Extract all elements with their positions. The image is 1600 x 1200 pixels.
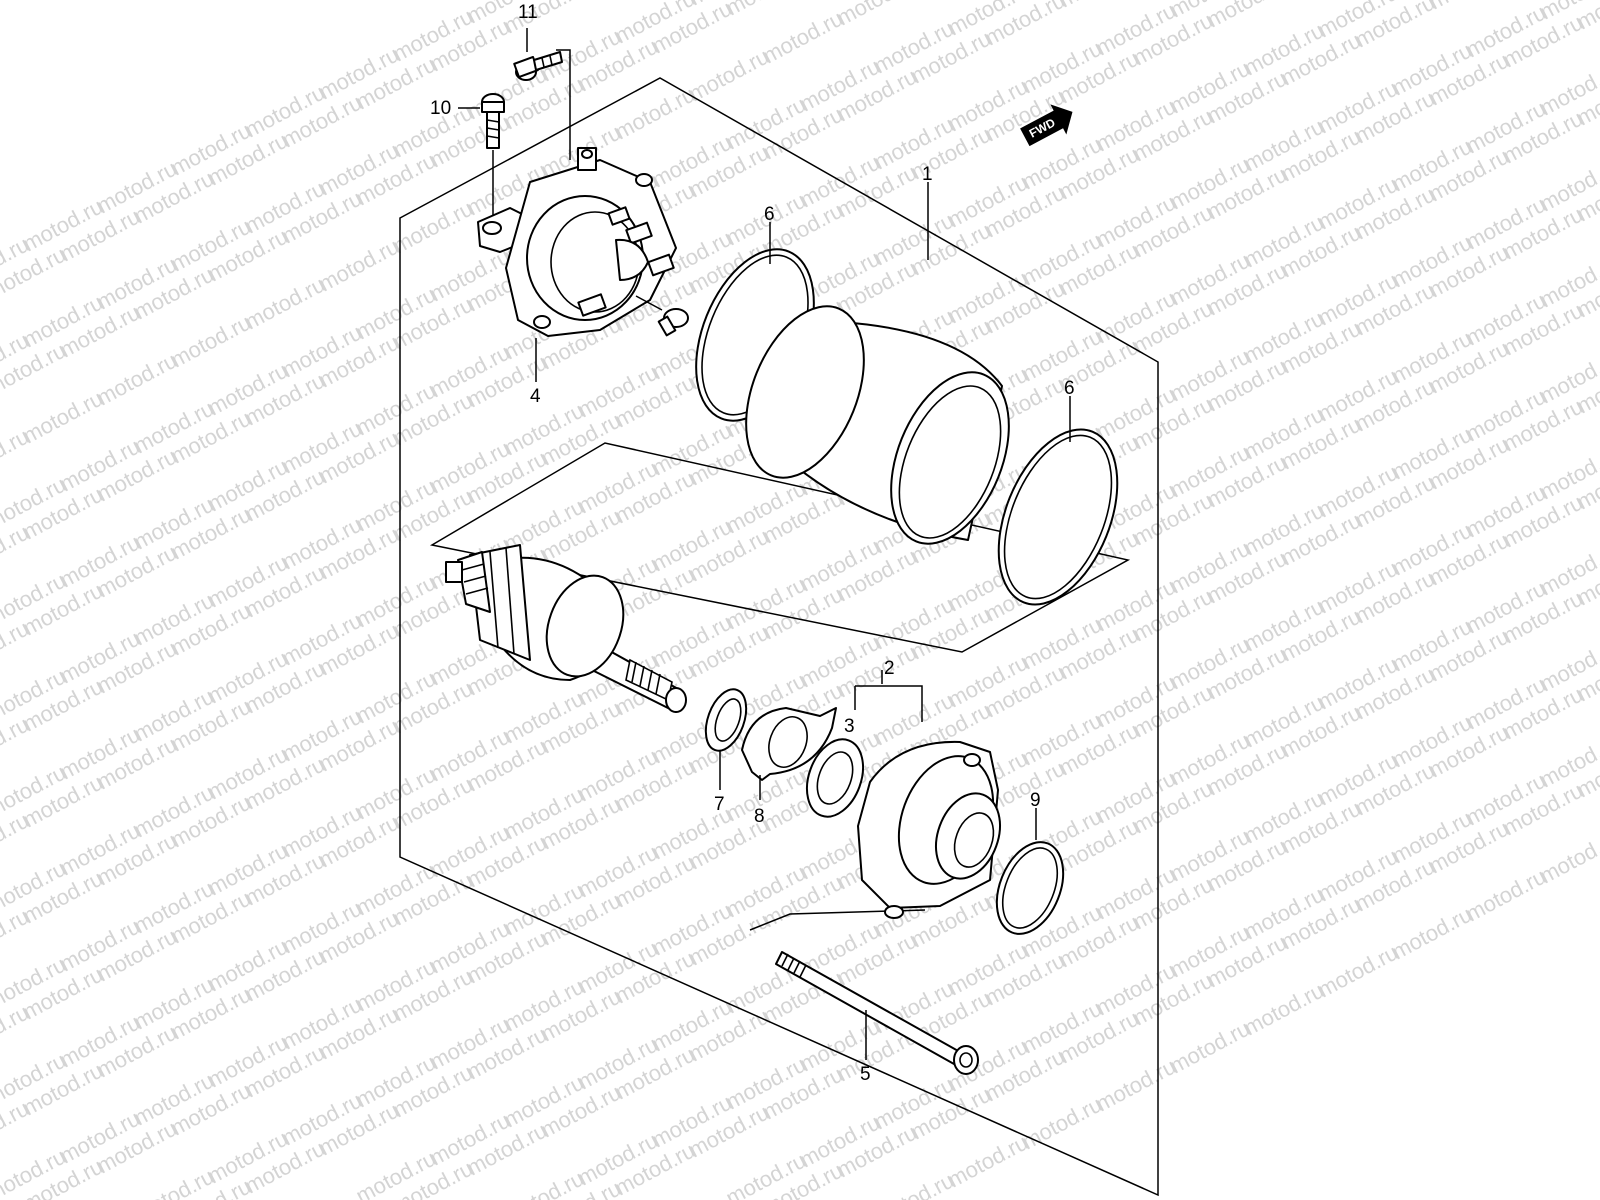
watermark-text: motod.ru — [1425, 0, 1513, 14]
armature — [445, 544, 687, 713]
front-end-housing — [857, 740, 1001, 919]
watermark-text: motod.ru — [241, 272, 329, 335]
motor-yoke — [745, 305, 1010, 545]
callout-5: 5 — [860, 1064, 871, 1085]
watermark-text: motod.ru — [389, 196, 477, 259]
callout-10: 10 — [430, 98, 451, 119]
callout-6-upper: 6 — [764, 204, 775, 225]
watermark-text: motod.ru — [19, 386, 107, 449]
watermark-text: motod.ru — [759, 6, 847, 69]
watermark-text: motod.ru — [1203, 0, 1291, 32]
watermark-text: motod.ru — [722, 0, 810, 20]
watermark-text: motod.ru — [93, 348, 181, 411]
watermark-text: motod.ru — [1314, 940, 1402, 1003]
o-ring-9 — [995, 841, 1065, 935]
bolt-10 — [481, 93, 505, 216]
watermark-text: motod.ru — [1536, 826, 1600, 889]
oil-seal-3 — [805, 738, 865, 818]
callout-11: 11 — [518, 2, 538, 23]
watermark-text: motod.ru — [1240, 978, 1328, 1041]
washer-7 — [704, 688, 748, 752]
callout-6-lower: 6 — [1064, 378, 1075, 399]
through-bolt-5 — [775, 951, 979, 1075]
callout-3: 3 — [844, 716, 855, 737]
watermark-text: motod.ru — [1166, 1016, 1254, 1079]
assembly-outline — [399, 77, 1159, 1197]
callout-4: 4 — [530, 386, 541, 407]
watermark-text: motod.ru — [611, 82, 699, 145]
o-ring-lower — [997, 428, 1119, 606]
callout-labels: 1 2 3 4 5 6 6 7 8 9 10 11 — [430, 2, 1075, 1085]
callout-7: 7 — [714, 794, 725, 815]
housing-screw — [635, 295, 689, 337]
watermark-text: motod.ru — [833, 0, 921, 30]
callout-9: 9 — [1030, 790, 1041, 811]
brush-holder-housing — [477, 147, 677, 337]
watermark-text: motod.ru — [1092, 1054, 1180, 1117]
watermark-text: motod.ru — [1462, 864, 1550, 927]
leader-lines — [458, 28, 1071, 1060]
watermark-text: motod.ru — [1018, 1092, 1106, 1155]
callout-1: 1 — [922, 164, 933, 185]
watermark-text: motod.ru — [315, 234, 403, 297]
lock-plate-8 — [741, 707, 837, 781]
screw-11 — [513, 51, 563, 81]
watermark-text: motod.ru — [944, 1130, 1032, 1193]
callout-8: 8 — [754, 806, 765, 827]
watermark-text: motod.ru — [685, 44, 773, 107]
callout-2: 2 — [884, 658, 895, 679]
watermark-text: motod.ru — [1388, 902, 1476, 965]
watermark-text: motod.ru — [1055, 0, 1143, 12]
watermark-text: motod.ru — [167, 310, 255, 373]
